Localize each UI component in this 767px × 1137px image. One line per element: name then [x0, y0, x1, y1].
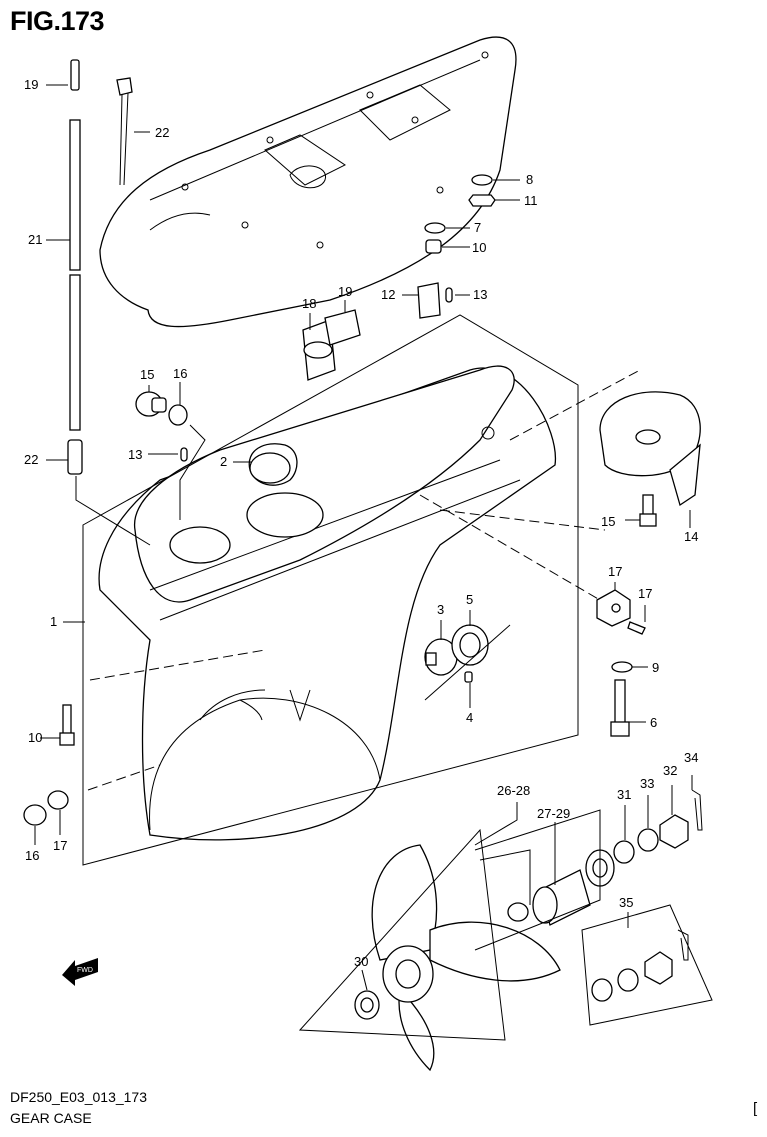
callout-9-bottom: 9 [652, 660, 659, 675]
callout-13-right: 13 [473, 287, 487, 302]
leader-lines [34, 84, 693, 991]
washer-9-part [471, 174, 493, 186]
callout-4: 4 [466, 710, 473, 725]
nut-11-part [468, 194, 496, 207]
key-4-part [464, 671, 473, 683]
callout-1: 1 [50, 614, 57, 629]
callout-35: 35 [619, 895, 633, 910]
pin-34-part [691, 789, 703, 831]
callout-25: 22 [155, 125, 169, 140]
washer-9b-part [611, 661, 633, 673]
cable-tie-25-part [116, 77, 133, 186]
pin-13-part [445, 287, 453, 303]
callout-14: 14 [684, 529, 698, 544]
trim-tab-part [599, 391, 701, 507]
callout-27-29: 27-29 [537, 806, 570, 821]
callout-16-upper: 15 [140, 367, 154, 382]
water-tube-23-part [69, 119, 81, 431]
spacer-30-part [354, 990, 380, 1020]
callout-31: 31 [617, 787, 631, 802]
callout-7: 10 [28, 730, 42, 745]
corner-mark: [ [753, 1100, 758, 1117]
propeller-part [371, 844, 561, 1072]
bracket-21-part [324, 309, 361, 346]
nut-10-part [425, 239, 442, 254]
fwd-text: FWD [77, 967, 93, 974]
callout-17-lower: 17 [53, 838, 67, 853]
callout-34: 34 [684, 750, 698, 765]
callout-11: 11 [524, 193, 538, 208]
upper-cover-part [99, 36, 517, 328]
washer-8-part [424, 222, 446, 234]
bushing-27-29-part [507, 849, 615, 926]
washer-33-part [637, 828, 659, 852]
callout-18: 17 [608, 564, 622, 579]
callout-17-upper: 16 [173, 366, 187, 381]
callout-33: 33 [640, 776, 654, 791]
callout-2: 2 [220, 454, 227, 469]
callout-24: 22 [24, 452, 38, 467]
callout-30: 30 [354, 954, 368, 969]
callout-labels: 19 22 21 22 1 10 16 17 15 16 13 2 18 19 … [24, 77, 698, 969]
callout-9-top: 8 [526, 172, 533, 187]
grommet-22-part [70, 59, 80, 91]
pin-13b-part [180, 447, 188, 462]
nut-32-part [659, 814, 689, 849]
bolt-15-part [639, 494, 657, 527]
callout-8: 7 [474, 220, 481, 235]
callout-23: 21 [28, 232, 42, 247]
callout-5: 5 [466, 592, 473, 607]
grommet-24-part [67, 439, 83, 475]
callout-16-lower: 16 [25, 848, 39, 863]
assembly-frame [82, 314, 641, 866]
callout-21: 19 [338, 284, 352, 299]
bolt-19-part [627, 621, 646, 635]
callout-15: 15 [601, 514, 615, 529]
callout-6: 6 [650, 715, 657, 730]
plug-16b-part [23, 804, 47, 826]
pad-12-part [417, 282, 441, 319]
callout-22: 19 [24, 77, 38, 92]
plug-16-part [135, 391, 167, 417]
figure-code: DF250_E03_013_173 [10, 1089, 148, 1105]
washer-31-part [613, 840, 635, 864]
gasket-17b-part [47, 790, 69, 810]
figure-title: FIG.173 [10, 6, 105, 36]
callout-3: 3 [437, 602, 444, 617]
bolt-6-part [610, 679, 630, 737]
nut-kit-35-part [581, 904, 713, 1026]
anode-part [596, 589, 631, 627]
bolt-7-part [59, 704, 75, 746]
callout-20: 18 [302, 296, 316, 311]
figure-caption: GEAR CASE [10, 1110, 92, 1126]
callout-10: 10 [472, 240, 486, 255]
callout-12: 12 [381, 287, 395, 302]
fwd-arrow-icon: FWD [62, 958, 98, 986]
callout-19: 17 [638, 586, 652, 601]
gasket-17-part [168, 404, 188, 426]
bracket-20-part [302, 319, 336, 381]
callout-32: 32 [663, 763, 677, 778]
callout-13-left: 13 [128, 447, 142, 462]
seal-5-part [451, 624, 489, 666]
gear-case-housing-part [98, 365, 557, 841]
callout-26-28: 26-28 [497, 783, 530, 798]
